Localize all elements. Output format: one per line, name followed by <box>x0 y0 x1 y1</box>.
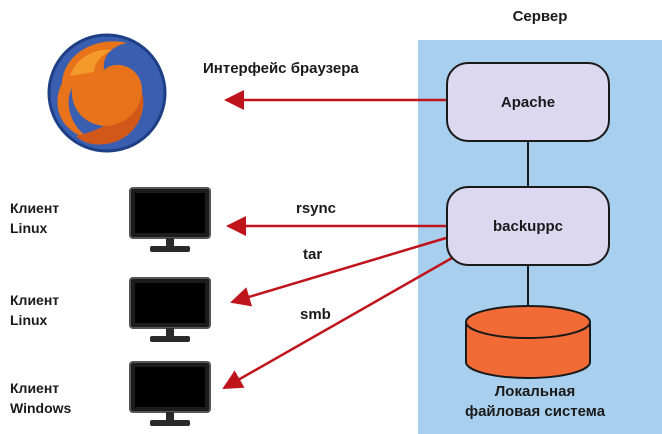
firefox-logo-icon <box>47 33 167 153</box>
arrow-tar <box>230 236 447 307</box>
monitor-icon <box>129 277 211 342</box>
client-label-3: Клиент Windows <box>10 378 71 418</box>
tar-label: tar <box>303 246 323 263</box>
client-label-2: Клиент Linux <box>10 290 59 330</box>
client-label-1: Клиент Linux <box>10 198 59 238</box>
filesystem-label: Локальная файловая система <box>440 382 630 422</box>
client-label-2-line1: Клиент <box>10 292 60 308</box>
disk-cylinder-icon <box>465 305 591 379</box>
client-label-1-line1: Клиент <box>10 200 60 216</box>
smb-label: smb <box>300 306 331 323</box>
client-label-3-line1: Клиент <box>10 380 60 396</box>
monitor-icon <box>129 361 211 426</box>
arrow-smb <box>222 256 453 390</box>
server-title: Сервер <box>512 8 568 25</box>
client-label-1-line2: Linux <box>10 220 48 236</box>
filesystem-label-line1: Локальная <box>494 383 576 400</box>
client-label-2-line2: Linux <box>10 312 48 328</box>
monitor-icon <box>129 187 211 252</box>
browser-interface-label: Интерфейс браузера <box>203 60 359 77</box>
filesystem-label-line2: файловая система <box>464 403 606 420</box>
backuppc-node: backuppc <box>446 186 610 266</box>
client-label-3-line2: Windows <box>10 400 72 416</box>
apache-node: Apache <box>446 62 610 142</box>
rsync-label: rsync <box>296 200 337 217</box>
